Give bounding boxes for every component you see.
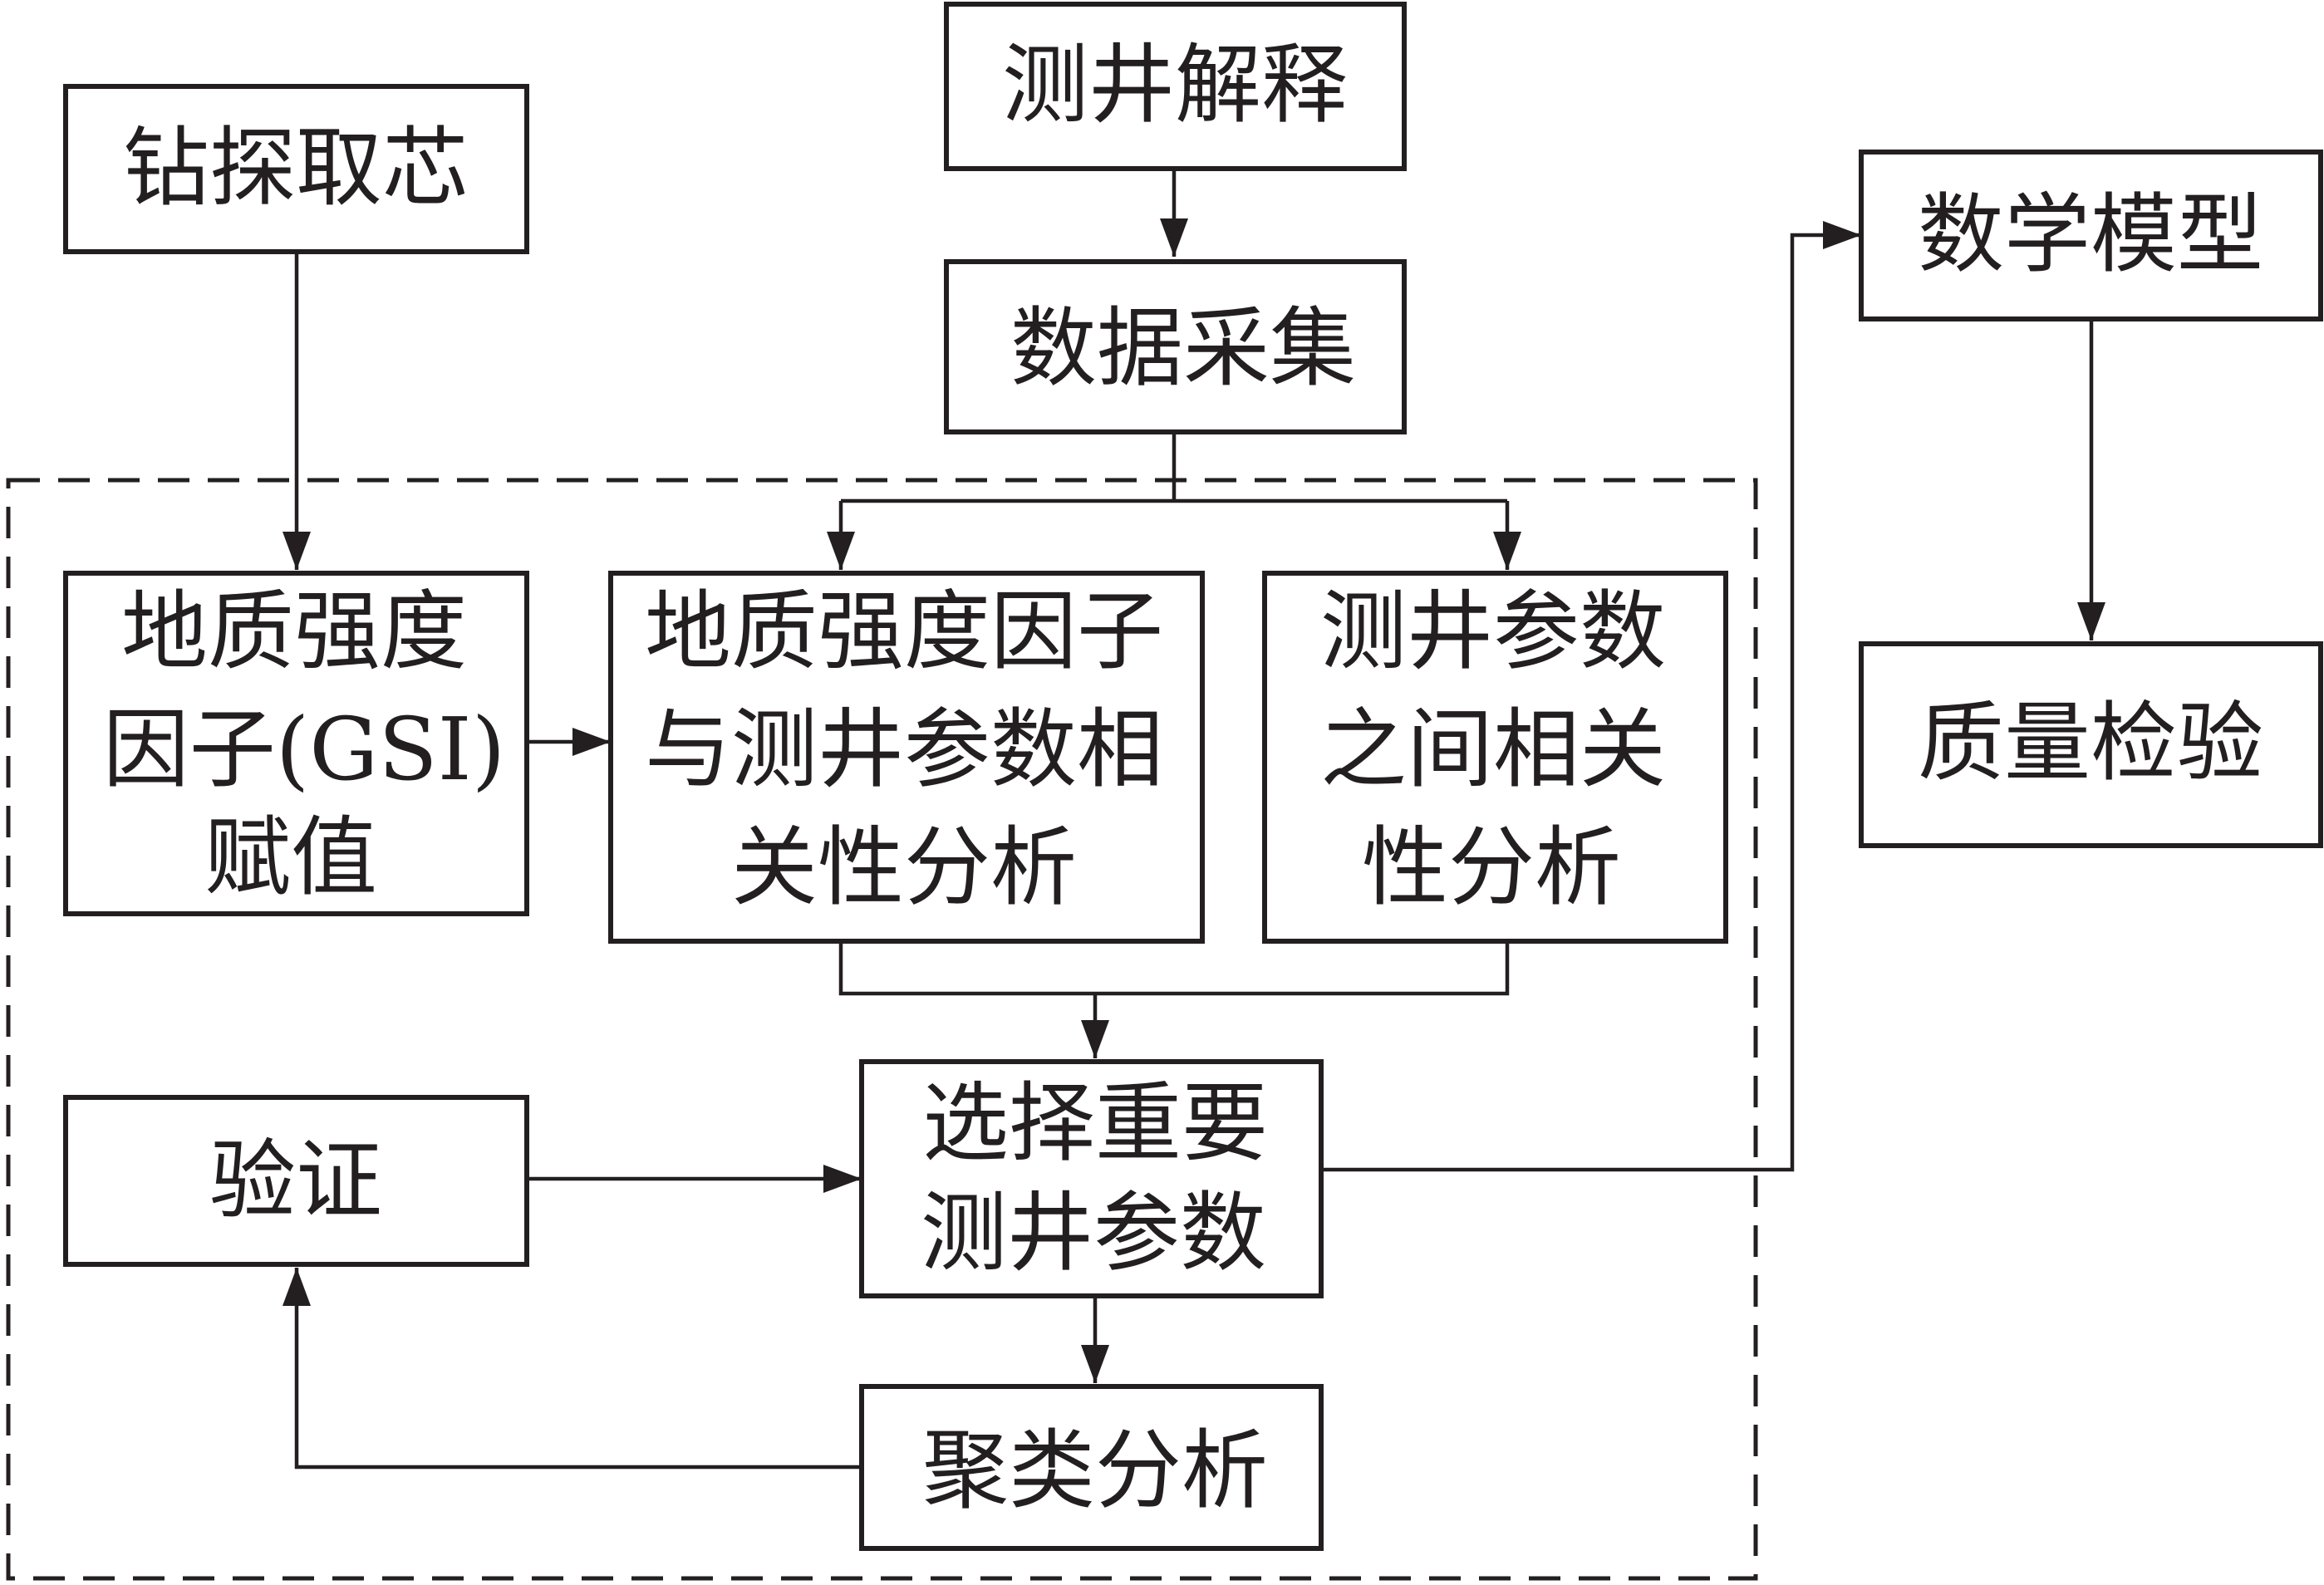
arrowhead-split-to-gsi-correlation: [827, 532, 855, 570]
arrowhead-coring-to-gsi: [283, 532, 311, 570]
arrowhead-split-to-param-correlation: [1493, 532, 1521, 570]
connectors: [283, 169, 2105, 1470]
node-label-line-1: 选择重要: [922, 1072, 1268, 1174]
arrow-cluster-to-verify: [294, 1268, 862, 1470]
node-label: 验证: [209, 1130, 382, 1231]
arrowhead-verify-to-select: [823, 1165, 862, 1193]
node-label: 钻探取芯: [123, 117, 469, 218]
node-quality-check: 质量检验: [1859, 641, 2323, 848]
node-math-model: 数学模型: [1859, 150, 2323, 321]
node-drilling-coring: 钻探取芯: [63, 84, 529, 254]
node-label-line-1: 测井参数: [1320, 581, 1666, 682]
node-label-line-2: 之间相关: [1320, 699, 1666, 800]
node-logging-interpretation: 测井解释: [944, 2, 1407, 171]
node-label: 数学模型: [1918, 184, 2263, 285]
arrowhead-cluster-to-verify: [283, 1268, 311, 1306]
arrowhead-merge-to-select: [1081, 1020, 1109, 1058]
node-label-line-3: 关性分析: [731, 817, 1077, 918]
node-verification: 验证: [63, 1095, 529, 1267]
node-label-line-1: 地质强度: [121, 581, 467, 682]
node-label-line-2: 与测井参数相: [645, 699, 1163, 800]
node-label-line-3: 性分析: [1362, 817, 1621, 918]
node-label-line-2: 测井参数: [921, 1182, 1266, 1283]
node-label: 数据采集: [1010, 297, 1356, 399]
arrowhead-select-to-cluster: [1081, 1345, 1109, 1383]
arrow-correlations-merge: [838, 941, 1510, 996]
node-gsi-logging-correlation: 地质强度因子 与测井参数相 关性分析: [608, 571, 1205, 944]
node-select-logging-params: 选择重要 测井参数: [859, 1059, 1324, 1298]
node-gsi-assignment: 地质强度 因子(GSI) 赋值: [63, 571, 529, 916]
node-label-line-1: 地质强度因子: [645, 581, 1163, 682]
node-label: 聚类分析: [922, 1420, 1268, 1521]
analysis-region-border: [6, 478, 1758, 1581]
node-logging-param-correlation: 测井参数 之间相关 性分析: [1262, 571, 1728, 944]
arrowhead-gsi-to-correlation: [572, 728, 611, 756]
node-label-line-2: 因子(GSI): [103, 699, 506, 800]
arrowhead-select-to-model: [1823, 221, 1861, 249]
arrowhead-interpretation-to-acquisition: [1160, 218, 1188, 257]
arrowhead-model-to-quality: [2077, 602, 2105, 640]
node-label: 质量检验: [1918, 692, 2263, 793]
node-label: 测井解释: [1002, 34, 1348, 135]
node-label-line-3: 赋值: [204, 807, 377, 908]
node-data-acquisition: 数据采集: [944, 259, 1407, 434]
node-cluster-analysis: 聚类分析: [859, 1384, 1324, 1551]
